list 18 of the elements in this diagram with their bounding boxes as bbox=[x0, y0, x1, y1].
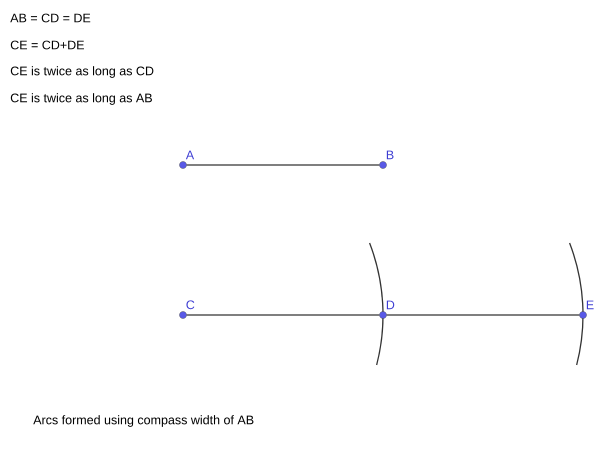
node-label: A bbox=[186, 150, 194, 160]
point: D bbox=[379, 300, 394, 319]
statement: CE is twice as long as AB bbox=[10, 93, 152, 105]
point: C bbox=[179, 300, 194, 319]
line-segment bbox=[386, 314, 580, 316]
statement: CE = CD+DE bbox=[10, 40, 84, 50]
node-label: D bbox=[386, 300, 394, 310]
line-segment bbox=[186, 164, 380, 166]
statement: AB = CD = DE bbox=[10, 14, 90, 22]
point: B bbox=[379, 150, 394, 169]
statement: CE is twice as long as CD bbox=[10, 66, 154, 78]
node-label: C bbox=[186, 300, 194, 310]
node-label: E bbox=[586, 300, 594, 310]
caption: Arcs formed using compass width of AB bbox=[33, 415, 254, 427]
line-segment bbox=[186, 314, 380, 316]
point: A bbox=[179, 150, 194, 169]
node-label: B bbox=[386, 150, 394, 160]
point: E bbox=[579, 300, 594, 319]
